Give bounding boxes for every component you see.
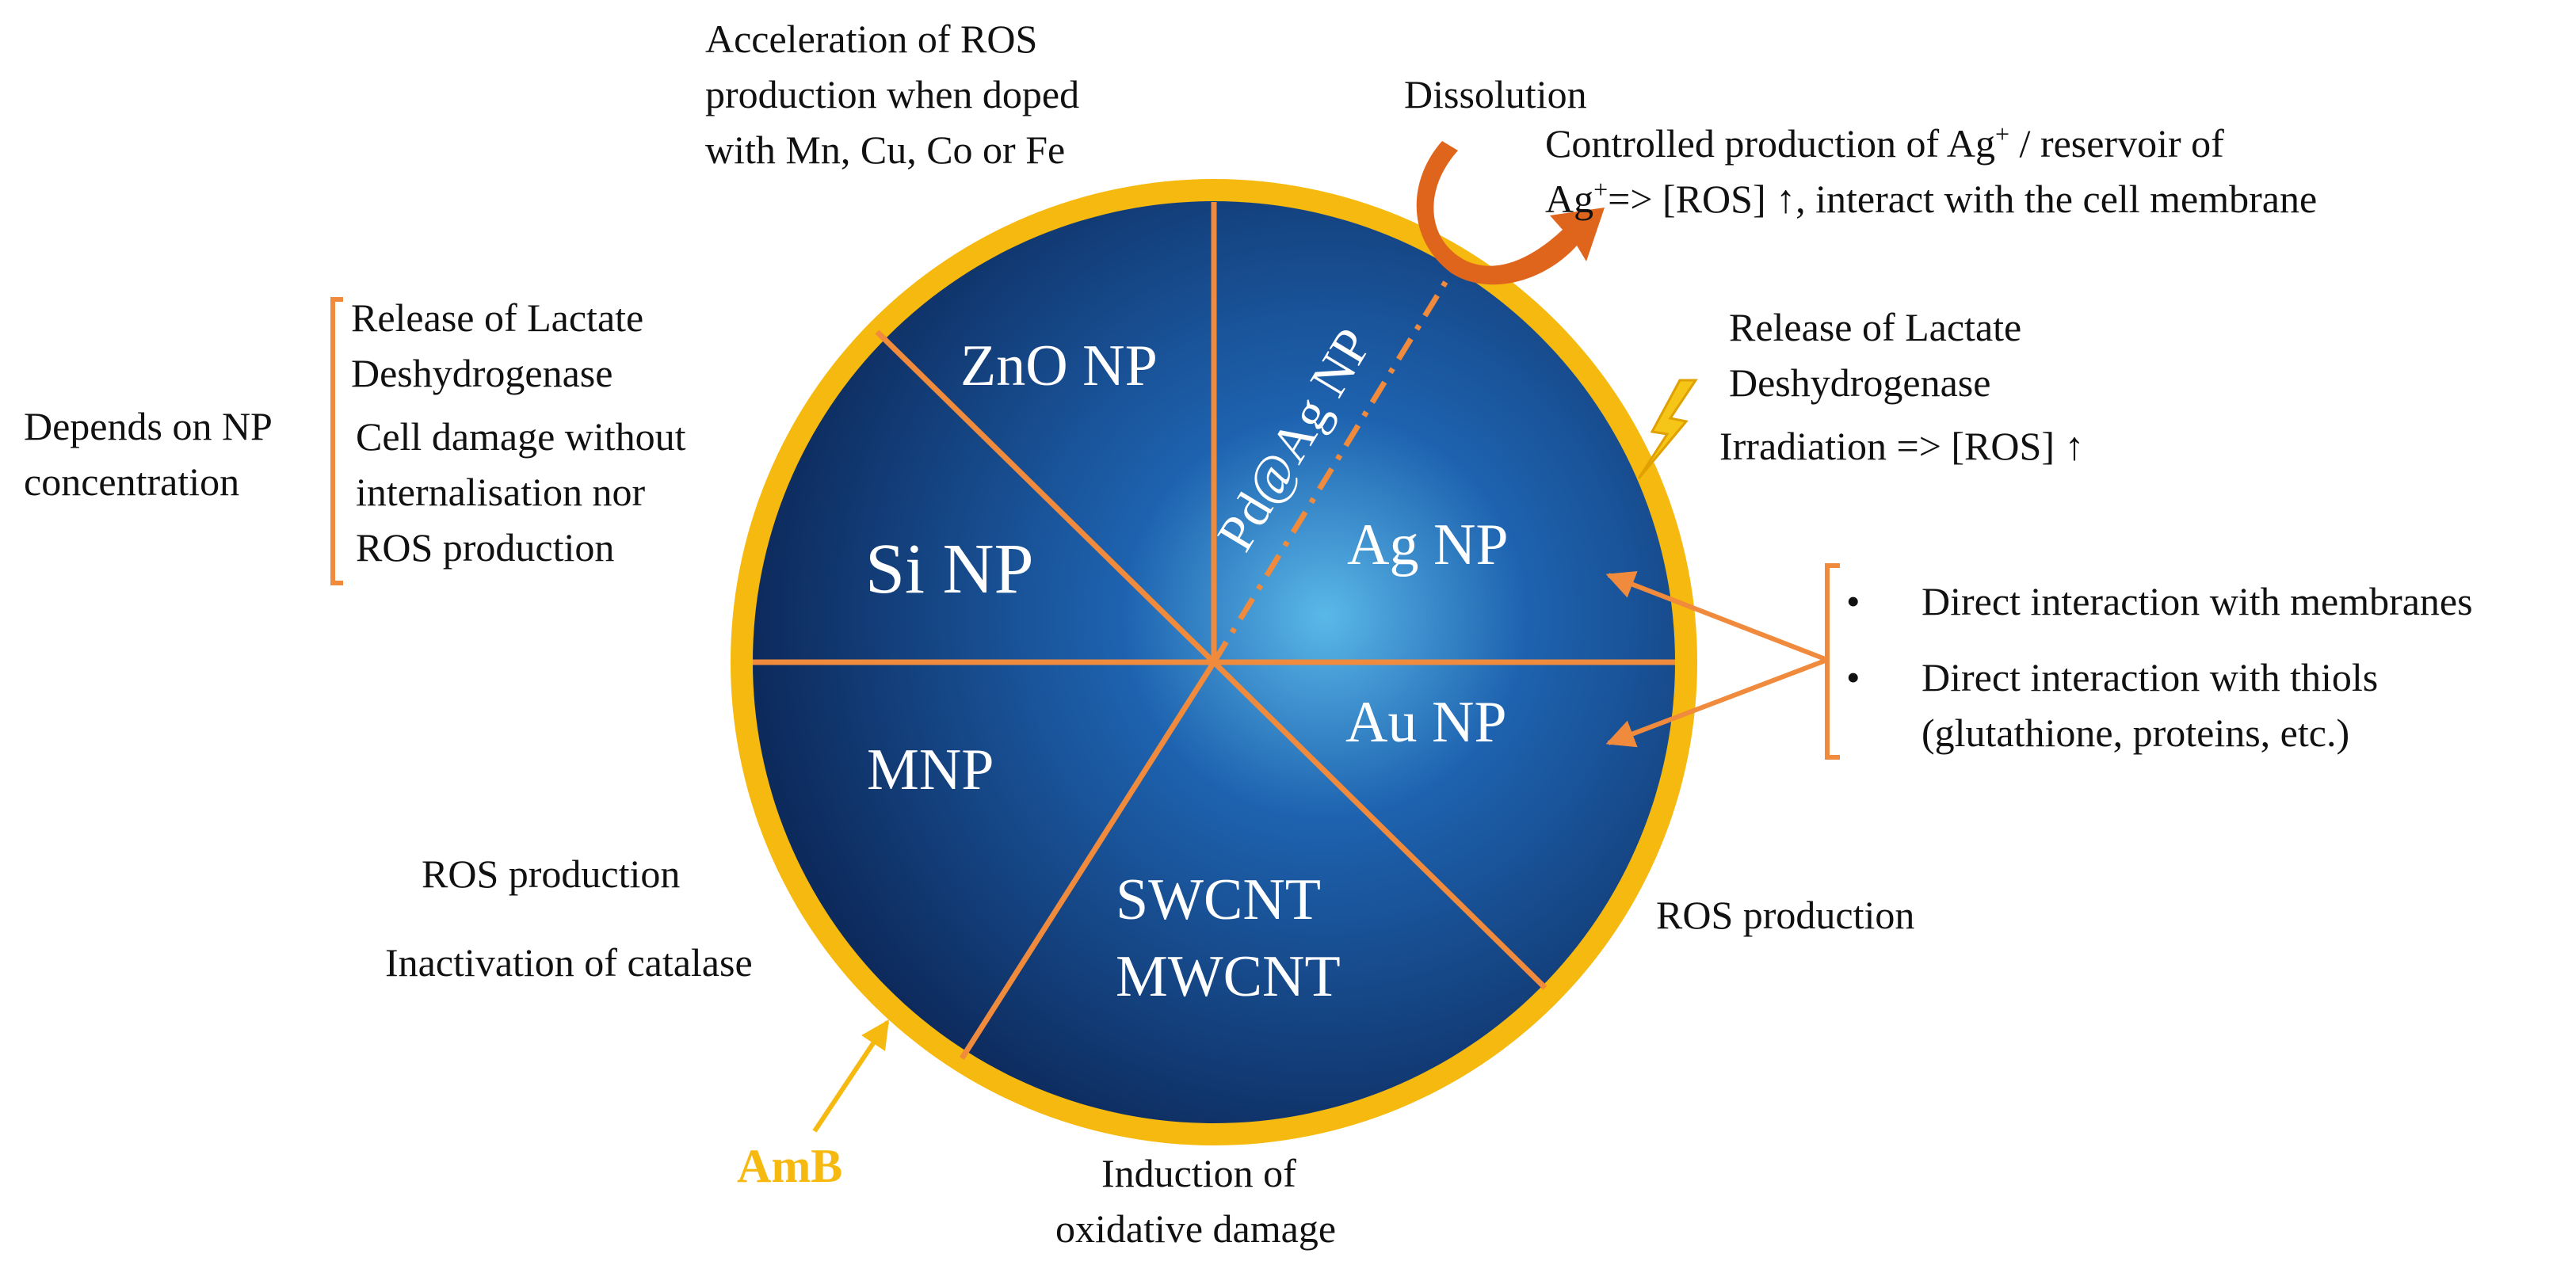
si-left-bracket — [330, 297, 343, 585]
bullet-item-2-cont: (glutathione, proteins, etc.) — [1922, 711, 2349, 755]
cnt-oxidative-line2: oxidative damage — [1055, 1206, 1336, 1251]
dissolution-arrow-icon — [1416, 141, 1605, 285]
mnp-ros-production: ROS production — [422, 852, 680, 896]
si-effects-line5: ROS production — [356, 525, 614, 570]
si-effects-line4: internalisation nor — [356, 470, 646, 514]
ag-right-annotation: Release of Lactate Deshydrogenase Irradi… — [1719, 305, 2084, 468]
cnt-ros-production: ROS production — [1656, 893, 1914, 937]
si-depends-line2: concentration — [24, 459, 239, 504]
bullets-bracket — [1825, 563, 1840, 760]
bullet-item-1: Direct interaction with membranes — [1922, 579, 2473, 623]
divider-upper-left — [875, 330, 1216, 665]
segment-au-label: Au NP — [1345, 690, 1507, 755]
ag-right-line1: Release of Lactate — [1729, 305, 2021, 349]
divider-lower-left — [960, 661, 1216, 1060]
bullet-marker-2: • — [1846, 655, 1860, 699]
zno-doping-annotation: Acceleration of ROS production when dope… — [705, 17, 1079, 172]
segment-si-label: Si NP — [865, 530, 1034, 608]
si-depends-line1: Depends on NP — [24, 404, 273, 448]
segment-cnt-label-line1: SWCNT — [1116, 867, 1321, 932]
ag-release-line2: Ag+=> [ROS] ↑, interact with the cell me… — [1545, 175, 2317, 221]
segment-zno-label: ZnO NP — [960, 333, 1158, 398]
bullet-marker-1: • — [1846, 579, 1860, 623]
zno-doping-line1: Acceleration of ROS — [705, 17, 1037, 61]
bullet-item-2: Direct interaction with thiols — [1922, 655, 2378, 699]
zno-doping-line3: with Mn, Cu, Co or Fe — [705, 128, 1065, 172]
ag-release-annotation: Controlled production of Ag+ / reservoir… — [1545, 120, 2317, 221]
amb-arrow — [812, 1019, 890, 1133]
pd-ag-dash-line — [1212, 276, 1451, 664]
dissolution-label: Dissolution — [1404, 72, 1587, 116]
segment-dividers — [753, 202, 1675, 1060]
zno-doping-line2: production when doped — [705, 72, 1079, 116]
si-effects-line1: Release of Lactate — [351, 295, 643, 340]
divider-lower-right — [1212, 660, 1548, 990]
arrow-to-ag-np — [1605, 570, 1829, 662]
segment-cnt-label-line2: MWCNT — [1116, 944, 1341, 1009]
cnt-oxidative-line1: Induction of — [1101, 1151, 1296, 1195]
ag-release-line1: Controlled production of Ag+ / reservoir… — [1545, 120, 2224, 166]
si-effects-line3: Cell damage without — [356, 414, 686, 459]
si-effects-line2: Deshydrogenase — [351, 351, 613, 395]
si-effects-annotation: Release of Lactate Deshydrogenase Cell d… — [351, 295, 686, 570]
segment-mnp-label: MNP — [867, 737, 994, 802]
ag-right-line2: Deshydrogenase — [1729, 360, 1990, 405]
amb-label: AmB — [737, 1140, 842, 1192]
lightning-icon — [1637, 379, 1698, 479]
mnp-catalase: Inactivation of catalase — [385, 940, 753, 985]
ag-right-line3: Irradiation => [ROS] ↑ — [1719, 424, 2084, 468]
arrow-to-au-np — [1605, 657, 1829, 748]
segment-ag-label: Ag NP — [1347, 513, 1509, 577]
